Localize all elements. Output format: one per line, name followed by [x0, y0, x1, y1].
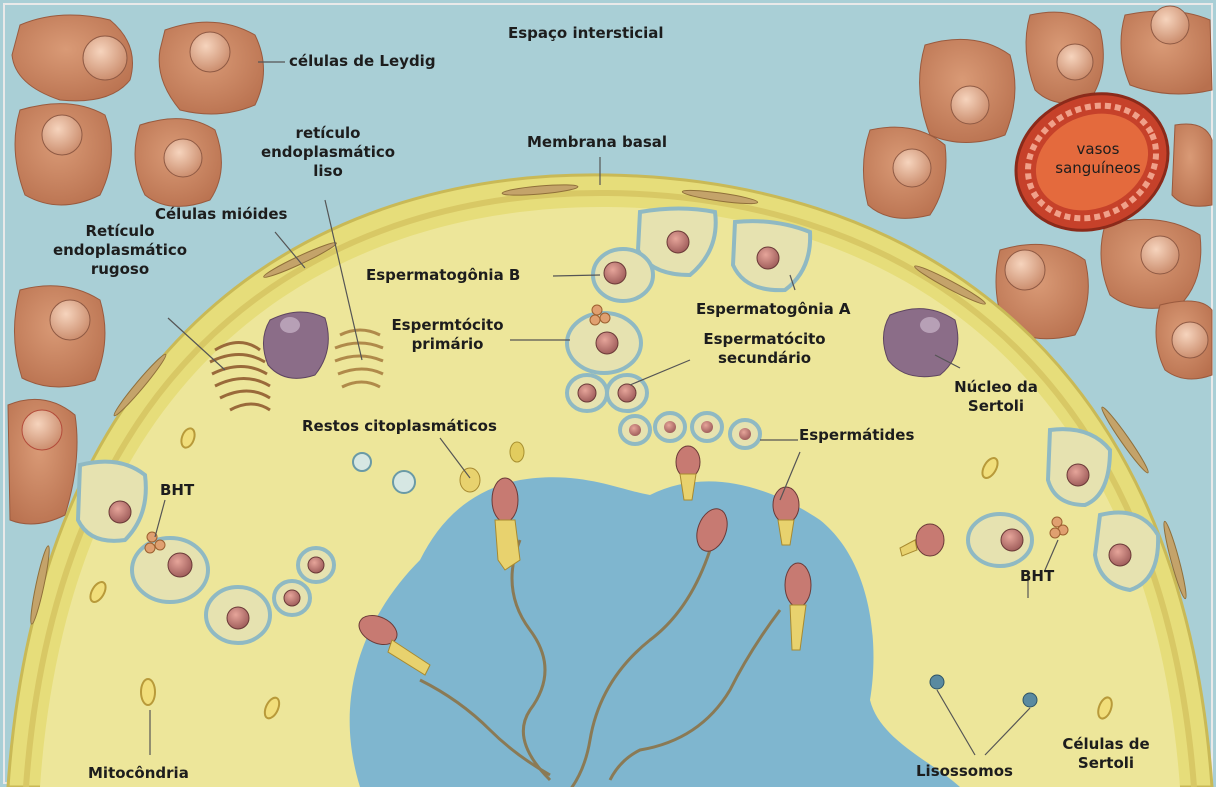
label-espermatogonia-a: Espermatogônia A	[696, 300, 851, 319]
label-celulas-leydig: células de Leydig	[289, 52, 436, 71]
label-espermatocito-primario: Espermtócito primário	[380, 316, 515, 354]
label-mitocondria: Mitocôndria	[88, 764, 189, 783]
label-nucleo-sertoli: Núcleo da Sertoli	[946, 378, 1046, 416]
label-reticulo-rugoso: Retículo endoplasmático rugoso	[40, 222, 200, 279]
label-vasos-sanguineos: vasos sanguíneos	[1043, 140, 1153, 178]
label-reticulo-liso: retículo endoplasmático liso	[248, 124, 408, 181]
label-restos-citoplasmaticos: Restos citoplasmáticos	[302, 417, 497, 436]
label-celulas-sertoli: Células de Sertoli	[1046, 735, 1166, 773]
label-espermatides: Espermátides	[799, 426, 914, 445]
label-membrana-basal: Membrana basal	[527, 133, 667, 152]
label-bht-left: BHT	[160, 481, 194, 500]
label-espaco-intersticial: Espaço intersticial	[508, 24, 664, 43]
label-espermatocito-secundario: Espermatócito secundário	[682, 330, 847, 368]
label-espermatogonia-b: Espermatogônia B	[366, 266, 520, 285]
label-bht-right: BHT	[1020, 567, 1054, 586]
label-lisossomos: Lisossomos	[916, 762, 1013, 781]
